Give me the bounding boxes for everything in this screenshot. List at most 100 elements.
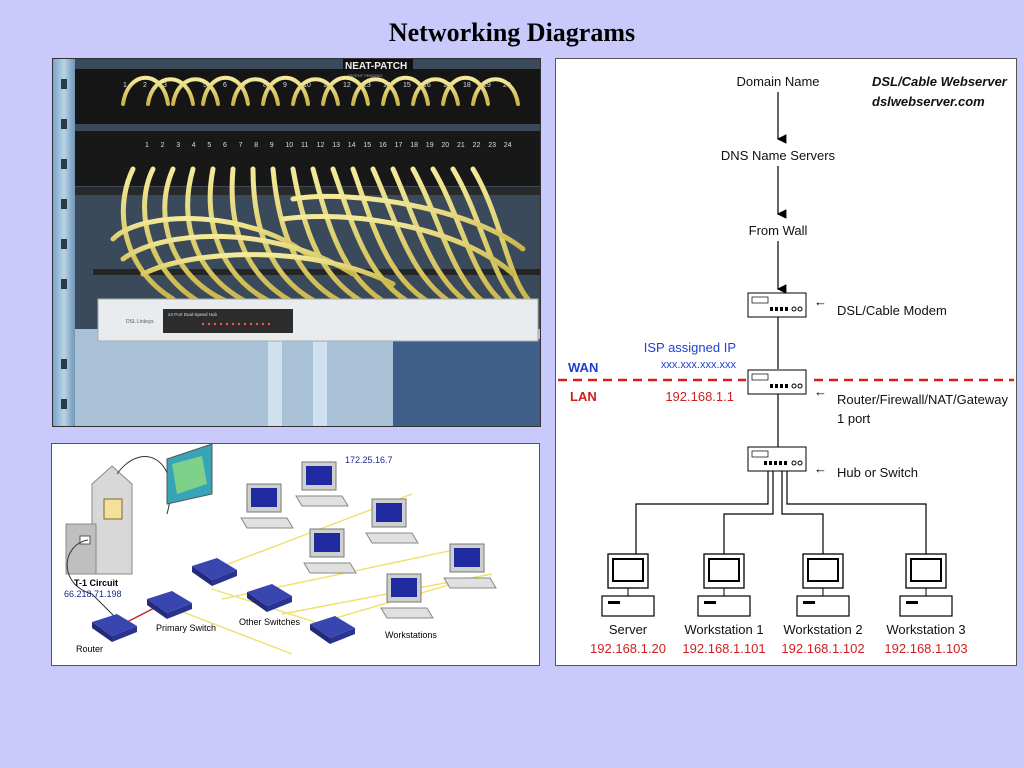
port-number: 10: [285, 142, 293, 149]
hub-label: Hub or Switch: [837, 465, 918, 480]
primary-switch-label: Primary Switch: [156, 623, 216, 633]
port-number: 3: [176, 142, 180, 149]
workstation-icons: [240, 461, 497, 619]
router-arrow: ←: [814, 384, 827, 399]
switch-icon-2: [247, 584, 292, 612]
dsl-diagram-svg: DSL/Cable Webserver dslwebserver.com Dom…: [558, 74, 1014, 656]
lan-label: LAN: [570, 389, 597, 404]
port-number: 4: [192, 142, 196, 149]
port-number: 18: [463, 82, 471, 89]
port-number: 13: [363, 82, 371, 89]
switch-icon-3: [310, 616, 355, 644]
port-number: 19: [483, 82, 491, 89]
computer-icon: [899, 553, 953, 617]
wall-jack-icon: [65, 465, 133, 575]
modem-label: DSL/Cable Modem: [837, 303, 947, 318]
brand-line-2: dslwebserver.com: [872, 94, 985, 109]
workstation-icon: [443, 543, 497, 589]
modem-arrow: ←: [814, 294, 827, 309]
computer-name: Server: [609, 622, 648, 637]
port-number: 1: [123, 82, 127, 89]
port-number: 24: [504, 142, 512, 149]
router-ip: 192.168.1.1: [665, 389, 734, 404]
office-network-diagram: 172.25.16.7 T-1 Circuit 66.218.71.198 Ro…: [51, 443, 540, 666]
port-number: 10: [303, 82, 311, 89]
router-label: Router: [76, 644, 103, 654]
office-network-illustration: 172.25.16.7 T-1 Circuit 66.218.71.198 Ro…: [64, 444, 497, 655]
port-number: 9: [270, 142, 274, 149]
computer-name: Workstation 3: [886, 622, 965, 637]
port-number: 6: [223, 142, 227, 149]
workstation-icon: [240, 483, 294, 529]
port-number: 11: [301, 142, 308, 149]
hub-model: 24 Port Dual-Speed Hub: [168, 312, 218, 317]
router-label-1: Router/Firewall/NAT/Gateway: [837, 392, 1008, 407]
port-number: 9: [283, 82, 287, 89]
computer-group: Server 192.168.1.20 Workstation 1 192.168.1…: [590, 553, 968, 656]
port-number: 8: [254, 142, 258, 149]
modem-icon: [747, 292, 807, 318]
port-number: 22: [473, 142, 481, 149]
port-number: 15: [363, 142, 371, 149]
brand-label: NEAT-PATCH: [345, 61, 407, 72]
port-number: 20: [441, 142, 449, 149]
t1-ip: 66.218.71.198: [64, 589, 122, 599]
port-number: 13: [332, 142, 340, 149]
workstations-label: Workstations: [385, 630, 437, 640]
computer-name: Workstation 2: [783, 622, 862, 637]
workstation-icon: [365, 498, 419, 544]
brand-sub: PATENT PENDING: [348, 73, 382, 78]
isp-label: ISP assigned IP: [644, 340, 736, 355]
port-number: 2: [143, 82, 147, 89]
dsl-network-diagram: DSL/Cable Webserver dslwebserver.com Dom…: [555, 58, 1017, 666]
router-icon: [747, 369, 807, 395]
hub-icon: [747, 446, 807, 472]
dns-servers-label: DNS Name Servers: [721, 148, 836, 163]
port-number: 12: [317, 142, 325, 149]
port-number: 8: [263, 82, 267, 89]
port-number: 14: [348, 142, 356, 149]
port-number: 19: [426, 142, 434, 149]
port-number: 15: [403, 82, 411, 89]
port-number: 11: [323, 82, 330, 89]
t1-label: T-1 Circuit: [74, 578, 118, 588]
hub-brand: DSL Linksys: [126, 319, 154, 325]
hub-arrow: ←: [814, 461, 827, 476]
from-wall-label: From Wall: [749, 223, 808, 238]
switch-icon-1: [192, 558, 237, 586]
port-number: 5: [207, 142, 211, 149]
port-number: 2: [161, 142, 165, 149]
computer-ip: 192.168.1.102: [781, 641, 864, 656]
ip-label-top: 172.25.16.7: [345, 455, 393, 465]
port-number: 23: [488, 142, 496, 149]
port-number: 21: [457, 142, 465, 149]
computer-name: Workstation 1: [684, 622, 763, 637]
port-number: 1: [145, 142, 149, 149]
port-number: 7: [243, 82, 247, 89]
primary-switch-icon: [147, 591, 192, 619]
router-icon: [92, 614, 137, 642]
computer-icon: [796, 553, 850, 617]
slide-title: Networking Diagrams: [388, 18, 636, 47]
computer-ip: 192.168.1.20: [590, 641, 666, 656]
router-label-2: 1 port: [837, 411, 871, 426]
workstation-icon: [380, 573, 434, 619]
port-number: 17: [395, 142, 403, 149]
computer-icon: [601, 553, 655, 617]
computer-icon: [697, 553, 751, 617]
other-switches-label: Other Switches: [239, 617, 301, 627]
port-number: 18: [410, 142, 418, 149]
computer-ip: 192.168.1.101: [682, 641, 765, 656]
port-number: 16: [423, 82, 431, 89]
wan-label: WAN: [568, 360, 598, 375]
port-number: 6: [223, 82, 227, 89]
map-picture-icon: [166, 444, 213, 505]
hub-connections: [635, 471, 927, 554]
port-number: 3: [163, 82, 167, 89]
brand-line-1: DSL/Cable Webserver: [872, 74, 1008, 89]
port-number: 5: [203, 82, 207, 89]
computer-ip: 192.168.1.103: [884, 641, 967, 656]
